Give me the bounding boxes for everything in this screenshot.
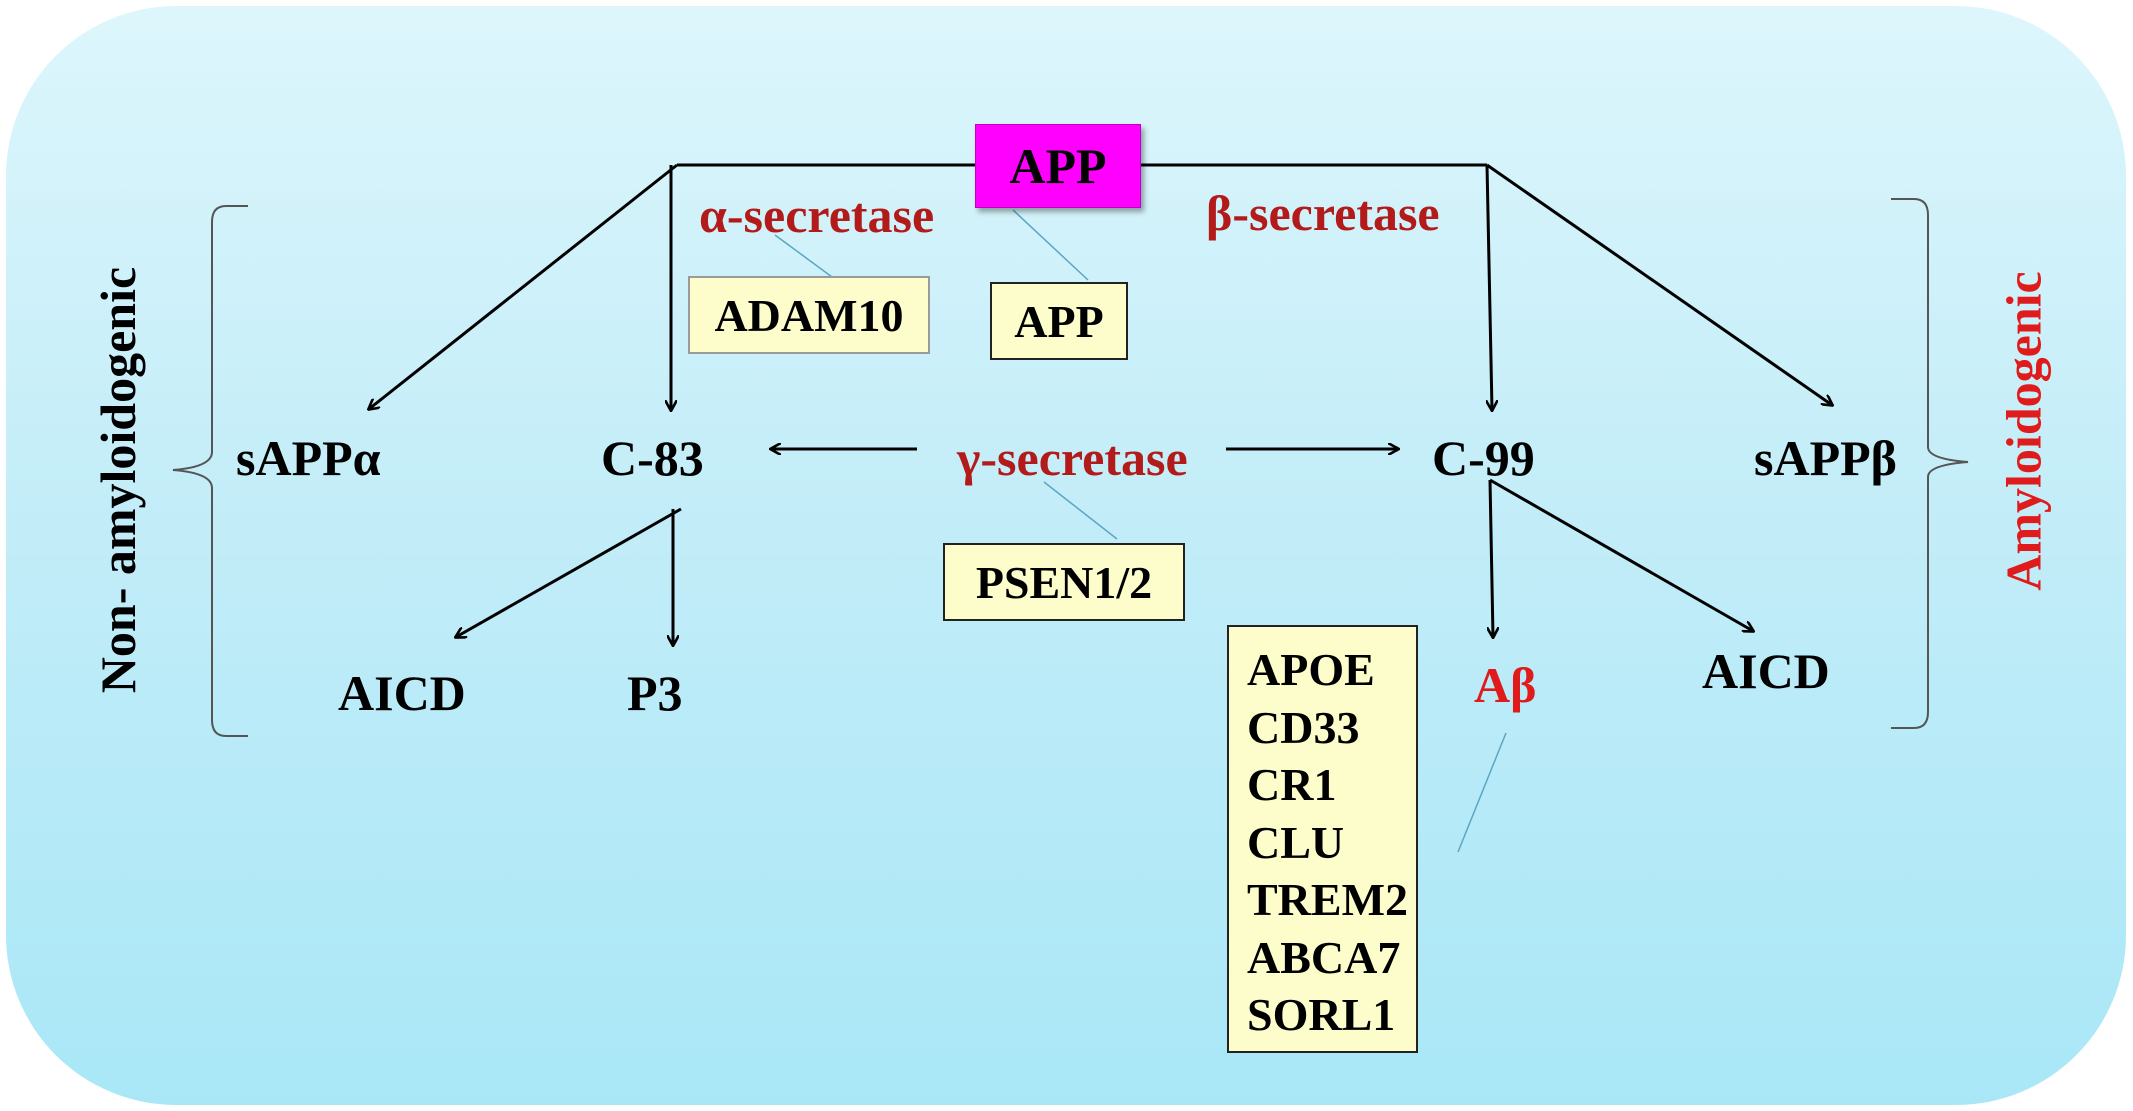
gene-item: SORL1	[1247, 989, 1396, 1040]
callout-alpha	[774, 234, 833, 278]
callout-abeta	[1457, 732, 1507, 853]
arrow-to-sappb	[1486, 163, 1832, 405]
adam10-box: ADAM10	[688, 276, 930, 354]
right-brace	[1891, 198, 1969, 729]
arrow-c99-to-aicd	[1489, 478, 1753, 631]
left-brace	[172, 205, 248, 737]
callout-app	[1012, 209, 1089, 281]
p3-node: P3	[627, 665, 683, 721]
aicd-left-node: AICD	[338, 665, 466, 721]
gene-item: APOE	[1247, 644, 1375, 695]
aicd-right-node: AICD	[1702, 643, 1830, 699]
arrow-c83-to-aicd	[456, 507, 682, 637]
abeta-node: Aβ	[1474, 657, 1537, 713]
arrow-to-sappa	[369, 163, 678, 409]
arrow-to-c99	[1485, 164, 1492, 410]
sappb-node: sAPPβ	[1754, 430, 1897, 486]
gene-item: CLU	[1247, 816, 1345, 868]
app-gene-box: APP	[990, 282, 1128, 360]
c83-node: C-83	[601, 430, 704, 486]
non-amyloidogenic-label: Non- amyloidogenic	[90, 266, 147, 694]
app-node: APP	[975, 124, 1141, 208]
gene-item: TREM2	[1247, 874, 1408, 925]
gene-item: CD33	[1247, 701, 1360, 753]
gamma-secretase-label: γ-secretase	[957, 430, 1188, 486]
psen-box: PSEN1/2	[943, 543, 1185, 621]
gene-item: ABCA7	[1247, 931, 1401, 983]
beta-secretase-label: β-secretase	[1206, 185, 1440, 241]
gene-item: CR1	[1247, 759, 1337, 810]
arrow-c99-to-abeta	[1490, 479, 1493, 637]
sappa-node: sAPPα	[236, 430, 381, 486]
c99-node: C-99	[1432, 430, 1535, 486]
amyloidogenic-label: Amyloidogenic	[1995, 271, 2052, 591]
alpha-secretase-label: α-secretase	[699, 187, 935, 243]
callout-gamma	[1043, 481, 1118, 540]
